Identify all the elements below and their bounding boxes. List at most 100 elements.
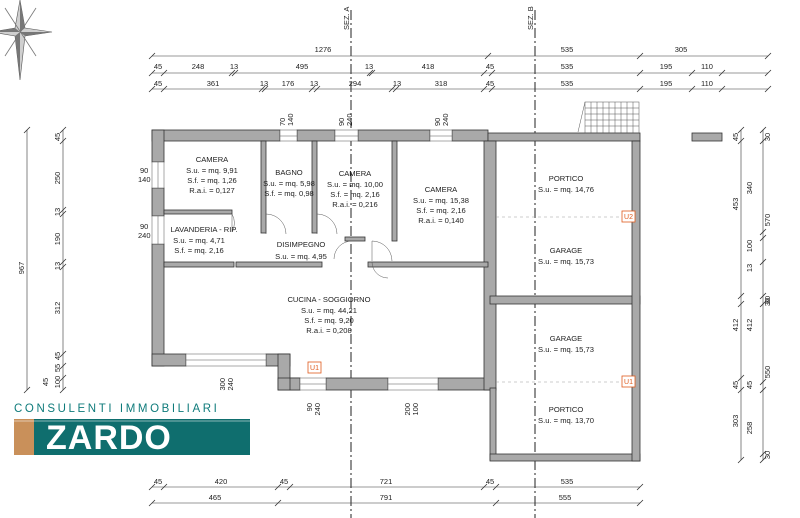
dim-top-inner-4: 13 [310,79,318,88]
opening-6-w: 90 [305,403,314,411]
room-su: S.u. = mq. 10,00 [327,180,383,189]
unit-marker-u1-garage: U1 [621,375,636,388]
dim-bottom-upper-3: 721 [380,477,393,486]
dimension-tick [59,350,67,358]
dimension-tick [737,300,745,308]
compass-icon [0,0,53,81]
room-sf: S.f. = mq. 2,16 [330,190,380,199]
dimension-tick [366,69,374,77]
opening-3-w: 90 [140,166,148,175]
dimension-tick [23,126,31,134]
dimension-tick [148,69,156,77]
room-su: S.u. = mq. 14,76 [538,185,594,194]
dim-bottom-upper-4: 45 [486,477,494,486]
room-lavanderia: LAVANDERIA - RIP. S.u. = mq. 4,71 S.f. =… [170,225,237,255]
room-su: S.u. = mq. 15,73 [538,257,594,266]
logo-mark [14,419,250,455]
room-sf: S.f. = mq. 2,16 [416,206,466,215]
dim-right-outer-5: 30 [763,296,772,304]
room-name: CAMERA [425,185,458,194]
dim-top-inner-2: 13 [260,79,268,88]
dimension-tick [59,386,67,394]
dim-top-inner-5: 294 [349,79,362,88]
dim-left-inner-8: 45 [41,378,50,386]
room-camera-1: CAMERA S.u. = mq. 9,91 S.f. = mq. 1,26 R… [186,155,238,195]
dim-left-outer-0: 967 [17,262,26,275]
dimension-tick [636,499,644,507]
room-name: CAMERA [196,155,229,164]
dimension-tick [488,69,496,77]
dim-right-outer-11: 30 [763,451,772,459]
dimension-tick [480,85,488,93]
opening-0-h: 140 [286,113,295,126]
room-su: S.u. = mq. 4,95 [275,252,327,261]
dim-bottom-upper-0: 45 [154,477,162,486]
dim-top-mid-8: 195 [660,62,673,71]
room-su: S.u. = mq. 13,70 [538,416,594,425]
dimension-tick [636,69,644,77]
dimension-chain-bottom: 45 420 45 721 45 535 465 791 555 [148,477,644,507]
dimension-chain-top: 1276 535 305 45 248 13 495 13 418 45 535… [148,45,772,93]
room-name: CUCINA - SOGGIORNO [287,295,370,304]
room-sf: S.f. = mq. 0,98 [264,189,314,198]
opening-7-h: 100 [411,403,420,416]
dimension-tick [492,499,500,507]
dimension-tick [688,69,696,77]
dimension-tick [759,258,767,266]
opening-2-h: 240 [441,113,450,126]
dimension-tick [764,69,772,77]
logo-name: ZARDO [46,419,172,457]
opening-4-h: 240 [138,231,151,240]
dim-top-mid-6: 45 [486,62,494,71]
dim-right-outer-7: 30 [763,298,772,306]
dimension-tick [148,499,156,507]
dim-top-total-2: 305 [675,45,688,54]
dimension-chain-left: 967 45 250 13 190 13 312 45 55 45 100 [17,126,67,394]
dim-top-inner-9: 535 [561,79,574,88]
dimension-tick [388,85,396,93]
room-name: PORTICO [549,174,584,183]
dim-top-inner-1: 361 [207,79,220,88]
dimension-tick [274,499,282,507]
dimension-tick [718,85,726,93]
dimension-tick [759,456,767,464]
dim-top-mid-4: 13 [365,62,373,71]
dim-left-inner-7: 55 [53,364,62,372]
dim-bottom-upper-2: 45 [280,477,288,486]
room-sf: S.f. = mq. 9,20 [304,316,354,325]
dim-top-total-1: 535 [561,45,574,54]
opening-1-h: 240 [345,113,354,126]
dim-right-inner-4: 45 [731,381,740,389]
dimension-tick [737,374,745,382]
svg-text:U2: U2 [624,214,633,221]
dim-left-inner-5: 312 [53,302,62,315]
dimension-tick [368,69,376,77]
room-su: S.u. = mq. 15,38 [413,196,469,205]
room-su: S.u. = mq. 15,73 [538,345,594,354]
dim-right-inner-0: 45 [731,133,740,141]
opening-3-h: 140 [138,175,151,184]
opening-0-w: 70 [278,118,287,126]
dim-right-outer-2: 570 [763,214,772,227]
room-name: GARAGE [550,334,583,343]
opening-7-w: 200 [403,403,412,416]
section-label-b: SEZ. B [526,6,535,30]
dimension-tick [261,85,269,93]
room-garage-1: GARAGE S.u. = mq. 15,73 [538,246,594,266]
dimension-tick [23,386,31,394]
room-rai: R.a.i. = 0,140 [418,216,463,225]
dimension-tick [231,69,239,77]
dimension-tick [286,483,294,491]
opening-2-w: 90 [433,118,442,126]
room-rai: R.a.i. = 0,216 [332,200,377,209]
unit-marker-u2: U2 [621,210,636,223]
dim-top-inner-3: 176 [282,79,295,88]
dimension-tick [759,234,767,242]
dimension-tick [688,85,696,93]
windows [151,129,453,391]
dim-left-inner-1: 250 [53,172,62,185]
dimension-tick [274,483,282,491]
dim-right-outer-6: 412 [745,319,754,332]
dimension-tick [759,386,767,394]
svg-text:U1: U1 [624,379,633,386]
